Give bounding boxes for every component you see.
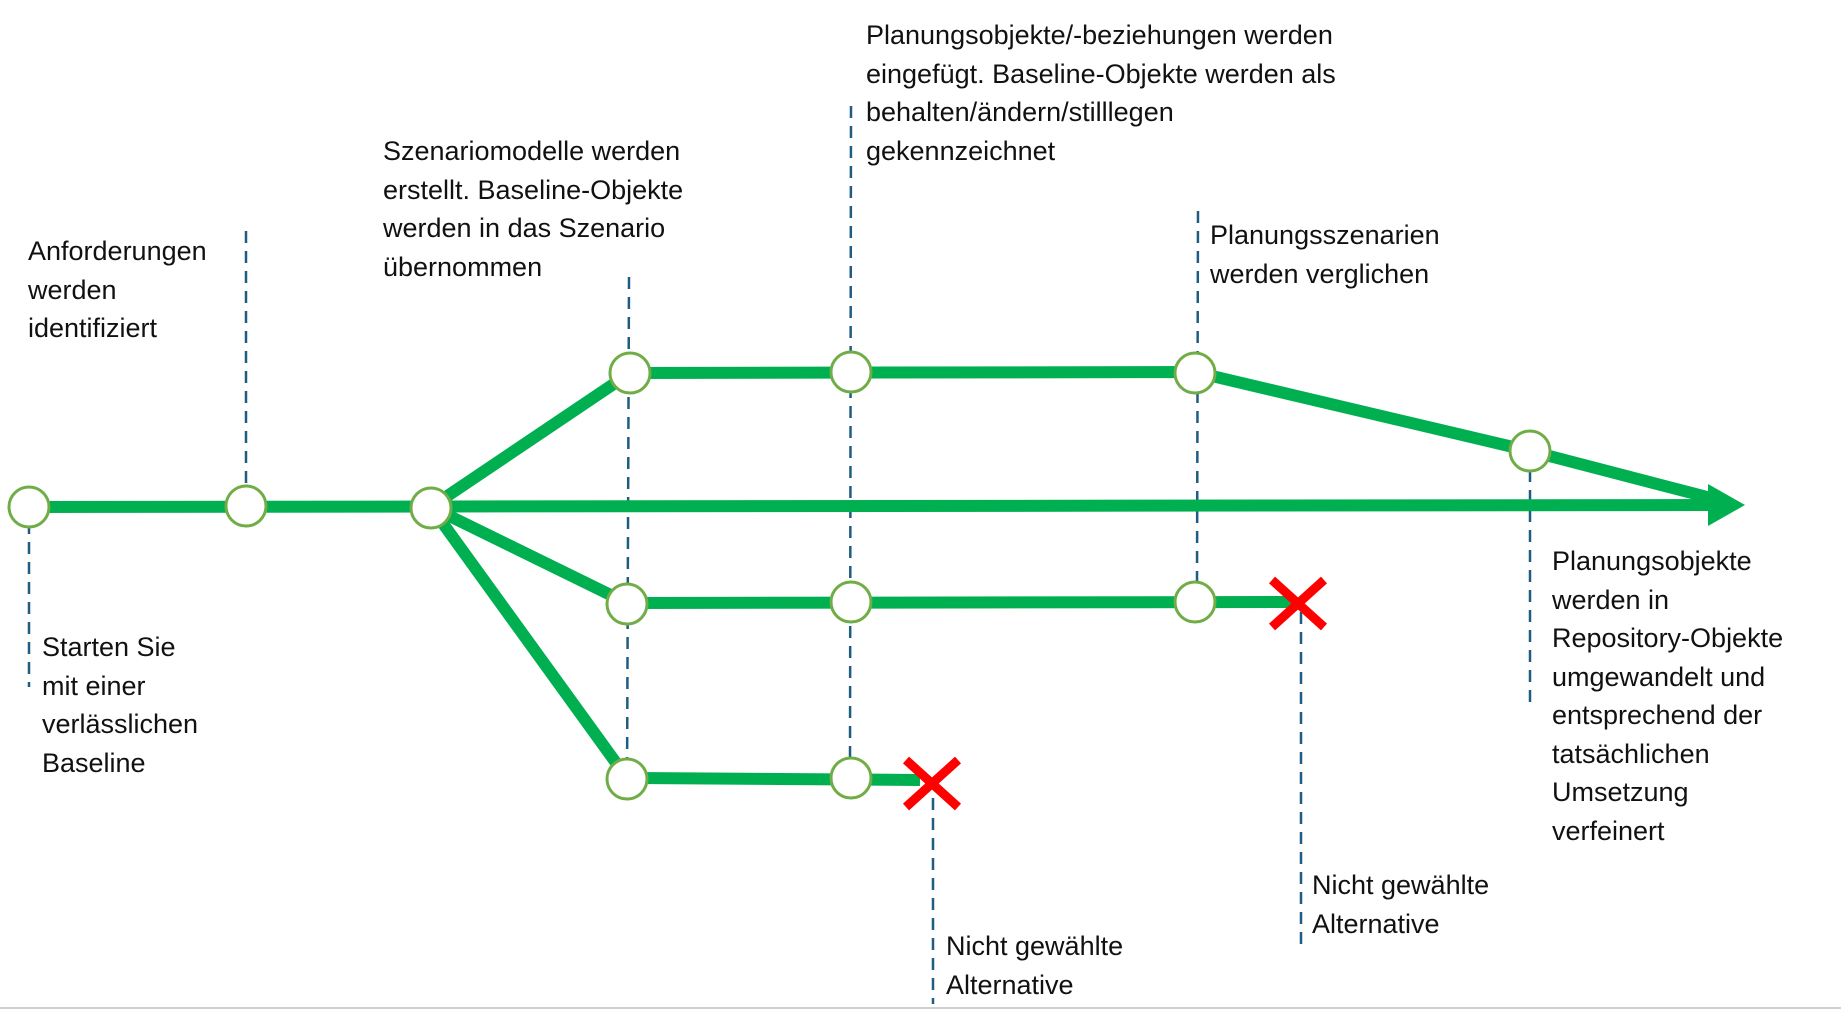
arrow-head — [1708, 484, 1745, 526]
milestone-node — [1508, 429, 1552, 473]
milestone-node — [409, 486, 453, 530]
label-line: behalten/ändern/stilllegen — [866, 97, 1174, 127]
label-line: mit einer — [42, 670, 146, 701]
label-line: übernommen — [383, 251, 543, 282]
milestone-node — [224, 484, 268, 528]
label-line: werden in — [1552, 584, 1670, 615]
label-line: eingefügt. Baseline-Objekte werden als — [866, 58, 1336, 89]
label-line: Umsetzung — [1552, 777, 1689, 807]
label-line: Anforderungen — [28, 236, 207, 266]
main-path — [28, 499, 1716, 513]
milestone-node — [829, 756, 873, 800]
label-line: entsprechend der — [1552, 700, 1763, 730]
milestone-node — [605, 582, 649, 626]
label-line: Nicht gewählte — [1312, 870, 1490, 900]
label-baseline: Starten Sie mit einer verlässlichen Base… — [42, 628, 198, 782]
dashed-leader — [848, 105, 853, 764]
label-compare: Planungsszenarien werden verglichen — [1210, 216, 1440, 293]
milestone-node — [7, 485, 51, 529]
label-line: verfeinert — [1552, 815, 1665, 846]
label-line: Alternative — [946, 969, 1074, 1000]
label-line: Starten Sie — [42, 632, 176, 662]
rejected-cross-icon — [902, 756, 962, 811]
milestone-node — [1173, 580, 1217, 624]
label-planning: Planungsobjekte/-beziehungen werden eing… — [866, 16, 1336, 170]
label-line: verlässlichen — [42, 709, 199, 739]
label-line: werden — [28, 274, 117, 305]
milestone-node — [829, 580, 873, 624]
label-rejected-1: Nicht gewählte Alternative — [1312, 866, 1489, 943]
label-scenarios: Szenariomodelle werden erstellt. Baselin… — [383, 132, 683, 286]
milestone-node — [1173, 351, 1217, 395]
label-line: umgewandelt und — [1552, 661, 1766, 692]
label-line: werden verglichen — [1210, 258, 1430, 289]
milestone-node — [605, 757, 649, 801]
label-line: erstellt. Baseline-Objekte — [383, 174, 684, 205]
label-convert: Planungsobjekte werden in Repository-Obj… — [1552, 542, 1783, 850]
label-line: Nicht gewählte — [946, 931, 1124, 961]
label-line: identifiziert — [28, 313, 158, 343]
label-line: Planungsobjekte — [1552, 546, 1752, 576]
label-line: Szenariomodelle werden — [383, 136, 681, 166]
rejected-cross-icon — [1268, 576, 1328, 631]
label-line: Repository-Objekte — [1552, 623, 1784, 653]
milestone-node — [829, 350, 873, 394]
label-line: gekennzeichnet — [866, 135, 1056, 166]
label-line: Planungsszenarien — [1210, 220, 1440, 250]
label-line: werden in das Szenario — [383, 213, 666, 243]
label-requirements: Anforderungen werden identifiziert — [28, 232, 207, 348]
milestone-node — [608, 351, 652, 395]
label-line: Planungsobjekte/-beziehungen werden — [866, 20, 1333, 50]
label-line: Baseline — [42, 747, 146, 778]
dashed-leader — [1195, 210, 1200, 584]
label-line: Alternative — [1312, 908, 1440, 939]
label-rejected-2: Nicht gewählte Alternative — [946, 927, 1123, 1004]
label-line: tatsächlichen — [1552, 738, 1710, 769]
